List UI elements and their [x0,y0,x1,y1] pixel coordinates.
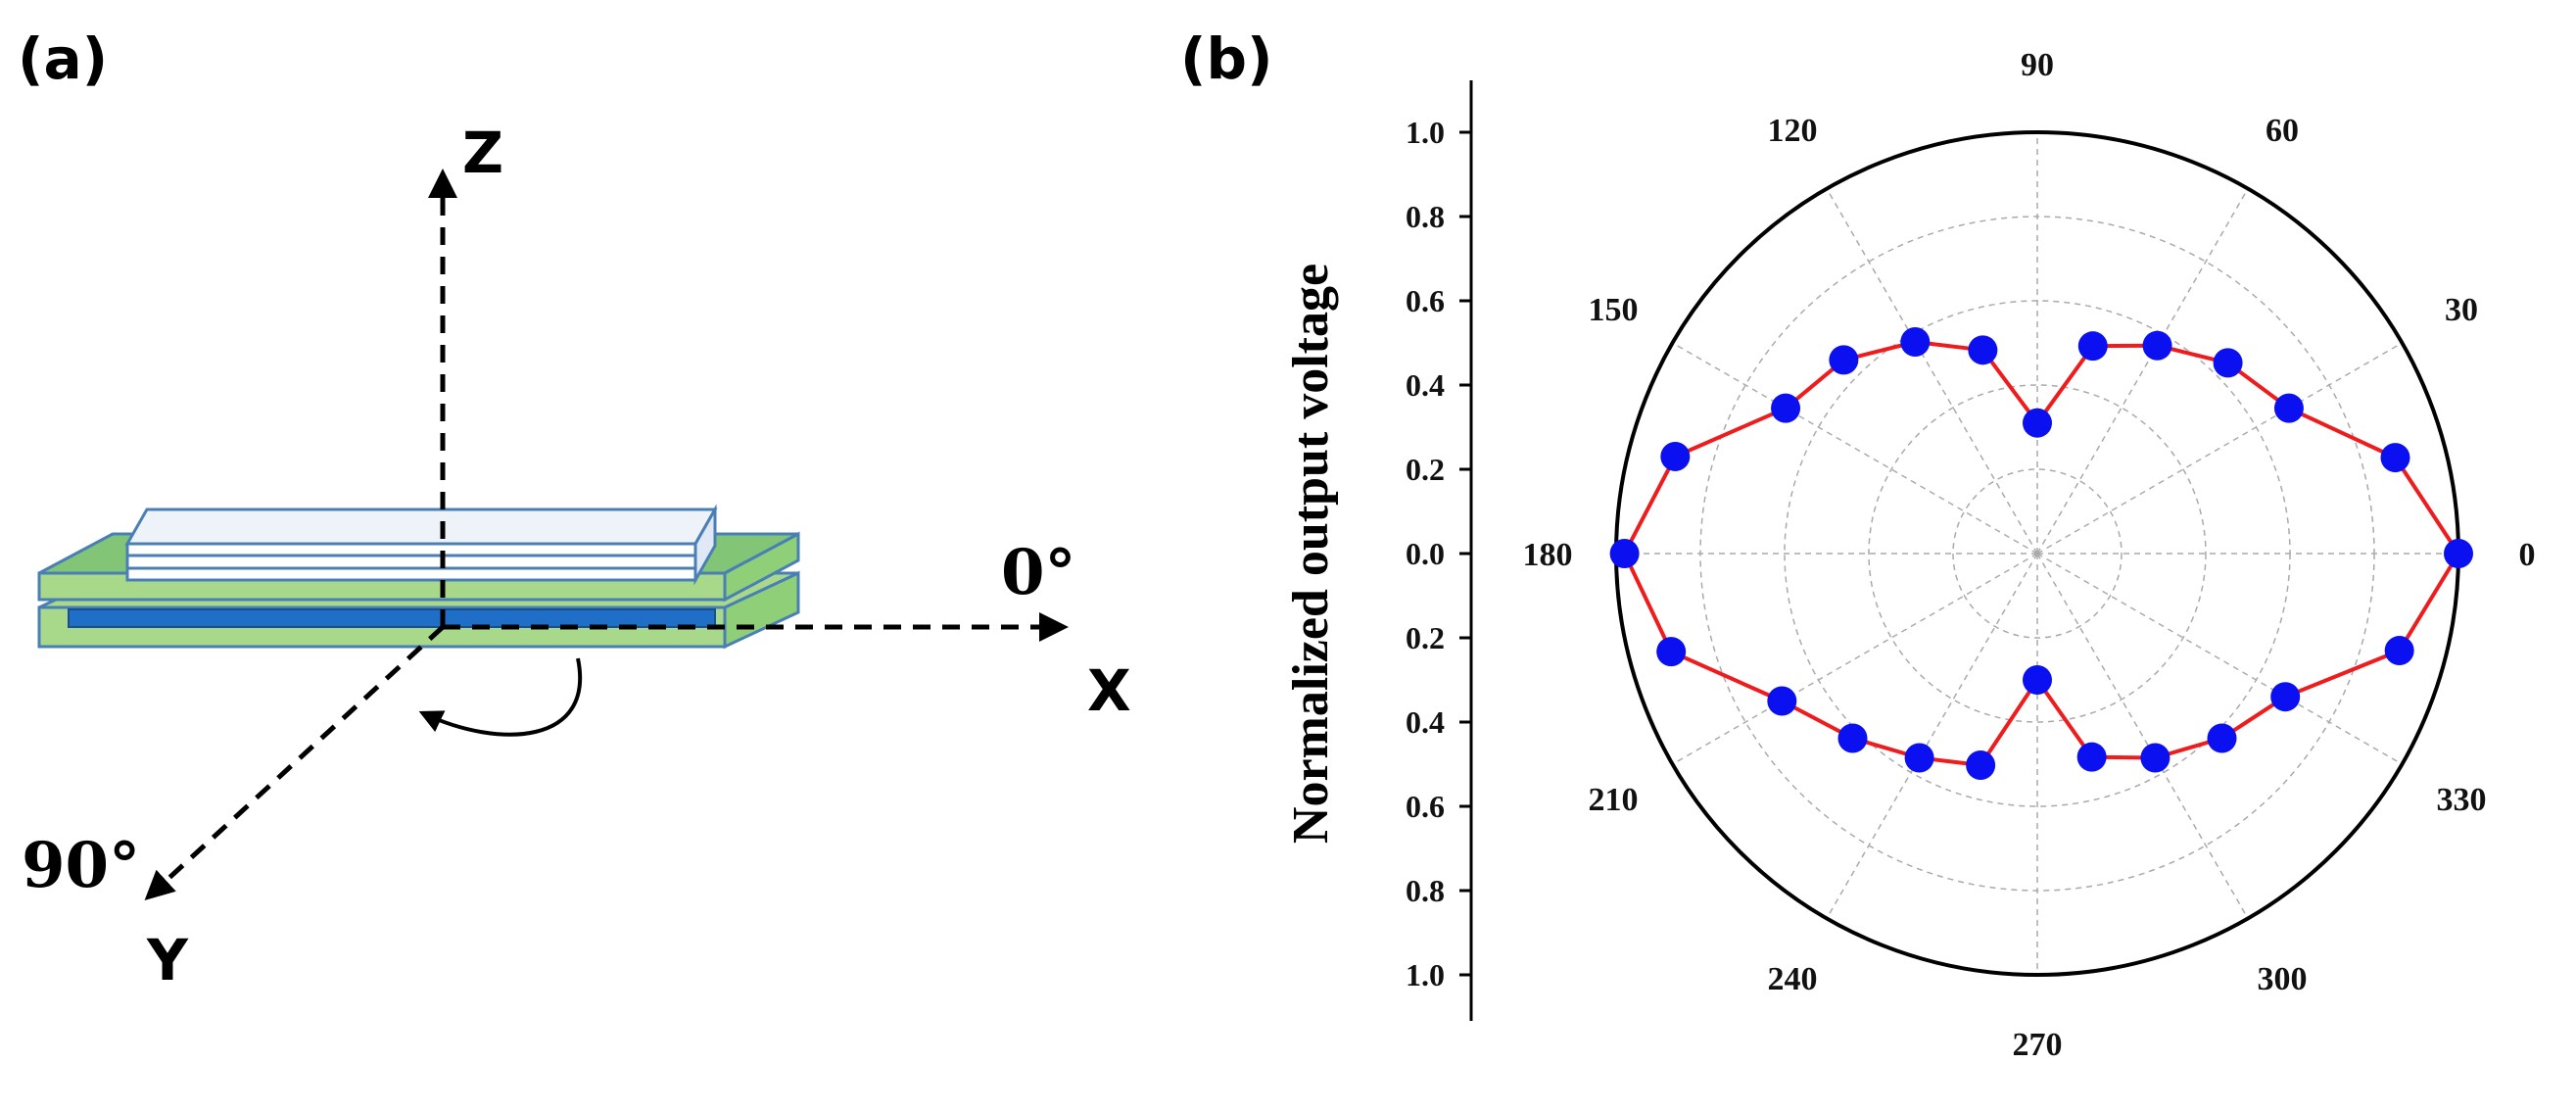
laminate-top [124,508,718,546]
grid-circle [1868,384,2207,723]
radial-tick-label: 0.8 [1406,199,1445,234]
data-point [1837,723,1868,753]
radial-tick-label: 0.8 [1406,873,1445,908]
data-point [2273,393,2304,423]
angle-tick-label: 120 [1768,113,1818,149]
data-point [1900,327,1931,358]
grid-spoke [2036,553,2249,919]
angle-tick-label: 330 [2437,782,2487,818]
data-point [2380,443,2410,473]
radial-axis-ticks: 1.0 0.8 0.6 0.4 0.2 0.0 0.2 0.4 0.6 0.8 1.0 [1406,115,1471,992]
data-point [1609,539,1640,568]
top-green-layer-side [723,531,800,603]
data-point [2213,348,2243,378]
y-axis-label: Y [146,927,189,993]
data-point [1771,393,1801,423]
grid-spoke [2036,188,2249,555]
angle-tick-label: 90 [2021,47,2054,83]
data-point [2077,331,2108,362]
data-layer [1609,327,2473,780]
angle-tick-label: 150 [1588,292,1638,328]
data-point [1829,345,1859,375]
angle-tick-label: 0 [2519,537,2536,573]
angle-tick-label: 210 [1588,782,1638,818]
data-point [2444,539,2473,568]
data-point [1966,749,1996,780]
grid-spoke [2036,342,2403,555]
radial-tick-label: 1.0 [1406,957,1445,992]
panel-a-label: (a) [18,25,108,92]
data-point [2142,330,2172,361]
radial-tick-label: 0.4 [1406,704,1445,740]
radial-tick-label: 0.0 [1406,536,1445,571]
grid-spoke [2036,553,2403,765]
data-point [2023,665,2052,695]
y-axis-title: Normalized output voltage [1283,264,1339,844]
grid-circle [1952,468,2123,639]
panel-b-label: (b) [1180,25,1273,92]
radial-tick-label: 0.2 [1406,620,1445,655]
grid-spoke [1826,188,2038,555]
data-point [1904,743,1934,773]
data-point [2270,682,2301,712]
radial-tick-label: 0.6 [1406,283,1445,318]
grid-spoke [1672,342,2038,555]
panel-b: (b) Normalized output voltage 1.0 0.8 0.6 0… [1180,25,2536,1063]
data-point [1660,441,1691,471]
data-point [1656,637,1687,667]
angle-tick-label: 240 [1768,961,1818,997]
device-stack [37,504,800,650]
angle-tick-label: 300 [2258,961,2308,997]
radial-tick-label: 0.6 [1406,789,1445,824]
angle-0-label: 0° [1001,536,1076,609]
rotation-arrow [418,657,582,737]
x-axis-label: X [1087,657,1131,724]
panel-a: (a) Z X Y 0° 90° [18,25,1131,993]
laminate-front [125,542,697,582]
data-point [2207,723,2237,753]
radial-tick-label: 1.0 [1406,115,1445,150]
angle-tick-label: 60 [2266,113,2299,149]
angle-tick-label: 30 [2445,292,2478,328]
radial-tick-label: 0.2 [1406,452,1445,487]
laminate-side [693,504,717,586]
angle-tick-label: 180 [1523,537,1573,573]
grid-spoke [1826,553,2038,919]
polar-grid [1616,132,2458,975]
radial-tick-label: 0.4 [1406,367,1445,403]
data-point [1968,335,1998,365]
grid-spoke [1672,553,2038,765]
angle-90-label: 90° [22,829,140,902]
data-point [2023,408,2052,438]
active-layer [68,608,716,628]
data-point [1767,686,1797,716]
data-point [2384,636,2414,666]
data-point [2076,742,2107,772]
z-axis-label: Z [462,120,503,186]
angle-tick-label: 270 [2013,1027,2063,1063]
data-point [2140,743,2171,773]
angle-labels: 0 30 60 90 120 150 180 210 240 270 300 330 [1523,47,2536,1063]
y-axis [144,625,445,901]
